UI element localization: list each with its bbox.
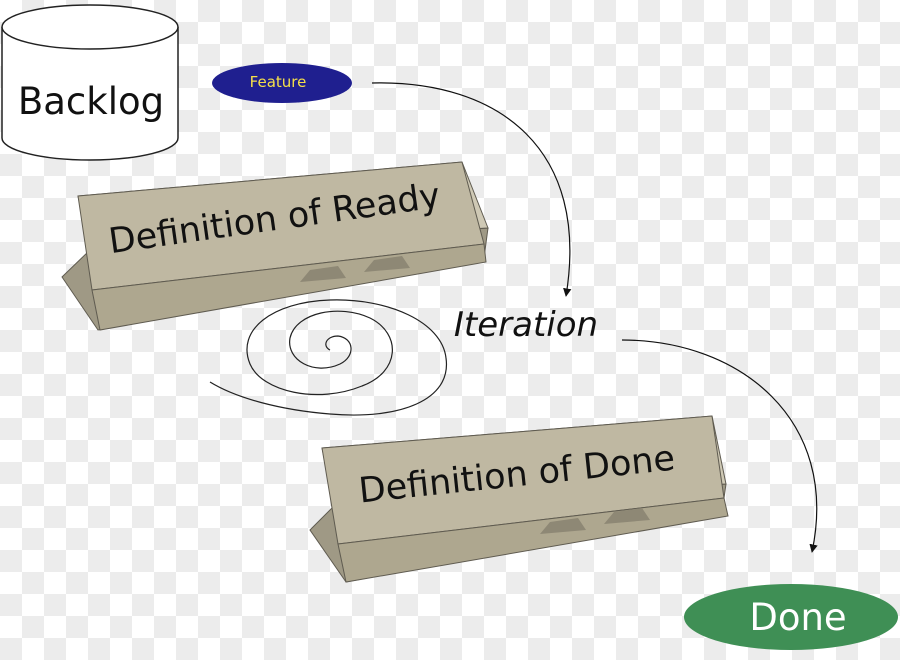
done-label: Done xyxy=(749,596,846,639)
done-barrier: Definition of Done xyxy=(309,415,729,583)
iteration-spiral xyxy=(209,299,447,416)
feature-to-iteration-arrow xyxy=(371,82,572,297)
backlog-label: Backlog xyxy=(18,80,164,123)
iteration-to-done-arrow xyxy=(621,339,818,553)
feature-ellipse xyxy=(212,63,352,103)
done-node: Done xyxy=(684,584,898,650)
iteration-label: Iteration xyxy=(454,305,598,345)
backlog-cylinder: Backlog xyxy=(1,4,179,161)
feature-node: Feature xyxy=(212,63,352,103)
ready-barrier: Definition of Ready xyxy=(61,161,489,331)
done-ellipse xyxy=(684,584,898,650)
feature-label: Feature xyxy=(250,73,307,91)
